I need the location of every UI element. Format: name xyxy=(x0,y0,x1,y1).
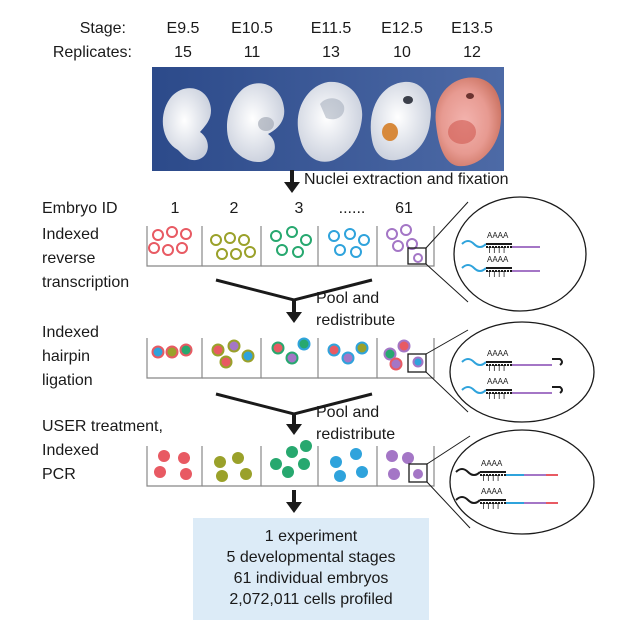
replicate-count: 12 xyxy=(463,44,481,61)
polya-label: AAAA xyxy=(481,487,503,496)
embryo-id: 61 xyxy=(395,200,413,217)
zoom-line xyxy=(425,201,469,249)
stage-name: E13.5 xyxy=(451,20,493,37)
pcr-step-label: USER treatment, xyxy=(42,418,163,435)
polyt-label: TTTT xyxy=(481,474,501,483)
stage-name: E12.5 xyxy=(381,20,423,37)
replicate-count: 10 xyxy=(393,44,411,61)
rt-zoom-ellipse xyxy=(453,196,587,312)
polya-label: AAAA xyxy=(487,377,509,386)
polyt-label: TTTT xyxy=(487,246,507,255)
pool-label: redistribute xyxy=(316,312,396,329)
stage-label: Stage: xyxy=(79,20,126,37)
polya-label: AAAA xyxy=(481,459,503,468)
hairpin-plate-row xyxy=(146,338,435,379)
hairpin-step-label: ligation xyxy=(42,372,93,389)
embryo-e13-5-image xyxy=(435,77,502,167)
summary-box: 1 experiment 5 developmental stages 61 i… xyxy=(193,518,429,620)
embryo-e12-5-image xyxy=(370,81,431,161)
embryo-e9-5-image xyxy=(162,88,211,161)
summary-line: 5 developmental stages xyxy=(226,549,396,566)
pool-label: redistribute xyxy=(316,426,396,443)
nuclei-step-label: Nuclei extraction and fixation xyxy=(304,171,509,188)
embryo-photo-strip xyxy=(152,67,504,171)
pcr-step-label: PCR xyxy=(42,466,76,483)
down-arrow-icon xyxy=(284,170,300,193)
pcr-zoom-ellipse xyxy=(449,429,595,535)
summary-line: 61 individual embryos xyxy=(233,570,389,587)
pcr-nuclei xyxy=(154,440,423,482)
rt-nuclei xyxy=(148,224,423,263)
replicate-count: 13 xyxy=(322,44,340,61)
stage-name: E10.5 xyxy=(231,20,273,37)
down-arrow-icon xyxy=(286,414,302,435)
zoom-line xyxy=(426,435,471,465)
stage-name: E11.5 xyxy=(310,20,352,37)
replicates-label: Replicates: xyxy=(52,44,132,61)
polyt-label: TTTT xyxy=(481,502,501,511)
summary-line: 2,072,011 cells profiled xyxy=(229,591,393,608)
rt-step-label: Indexed xyxy=(42,226,99,243)
zoom-box xyxy=(407,247,427,265)
zoom-line xyxy=(425,263,469,303)
embryo-id: ...... xyxy=(338,200,366,217)
zoom-line xyxy=(425,371,469,413)
hairpin-step-label: hairpin xyxy=(42,348,91,365)
hairpin-nuclei xyxy=(151,337,424,371)
embryo-id-label: Embryo ID xyxy=(42,200,118,217)
pcr-step-label: Indexed xyxy=(42,442,99,459)
polya-label: AAAA xyxy=(487,349,509,358)
rt-molecules xyxy=(461,240,540,272)
zoom-line xyxy=(425,329,469,355)
zoom-line xyxy=(426,481,471,529)
embryo-e10-5-image xyxy=(226,83,285,162)
replicate-count: 15 xyxy=(174,44,192,61)
stage-name: E9.5 xyxy=(166,20,200,37)
polyt-label: TTTT xyxy=(487,364,507,373)
rt-step-label: reverse xyxy=(42,250,96,267)
embryo-id: 2 xyxy=(229,200,239,217)
down-arrow-icon xyxy=(286,490,302,513)
polya-label: AAAA xyxy=(487,255,509,264)
hairpin-zoom-ellipse xyxy=(449,321,595,423)
embryo-e11-5-image xyxy=(297,81,363,162)
zoom-box xyxy=(407,353,427,373)
pcr-molecules xyxy=(455,468,558,504)
replicate-count: 11 xyxy=(243,44,261,61)
zoom-box xyxy=(408,463,428,483)
summary-line: 1 experiment xyxy=(264,528,358,545)
embryo-id: 1 xyxy=(170,200,180,217)
polyt-label: TTTT xyxy=(487,270,507,279)
polyt-label: TTTT xyxy=(487,392,507,401)
rt-step-label: transcription xyxy=(42,274,130,291)
hairpin-step-label: Indexed xyxy=(42,324,99,341)
polya-label: AAAA xyxy=(487,231,509,240)
pool-label: Pool and xyxy=(316,290,380,307)
down-arrow-icon xyxy=(286,300,302,323)
embryo-id: 3 xyxy=(294,200,304,217)
hairpin-molecules xyxy=(461,358,563,394)
pool-label: Pool and xyxy=(316,404,380,421)
